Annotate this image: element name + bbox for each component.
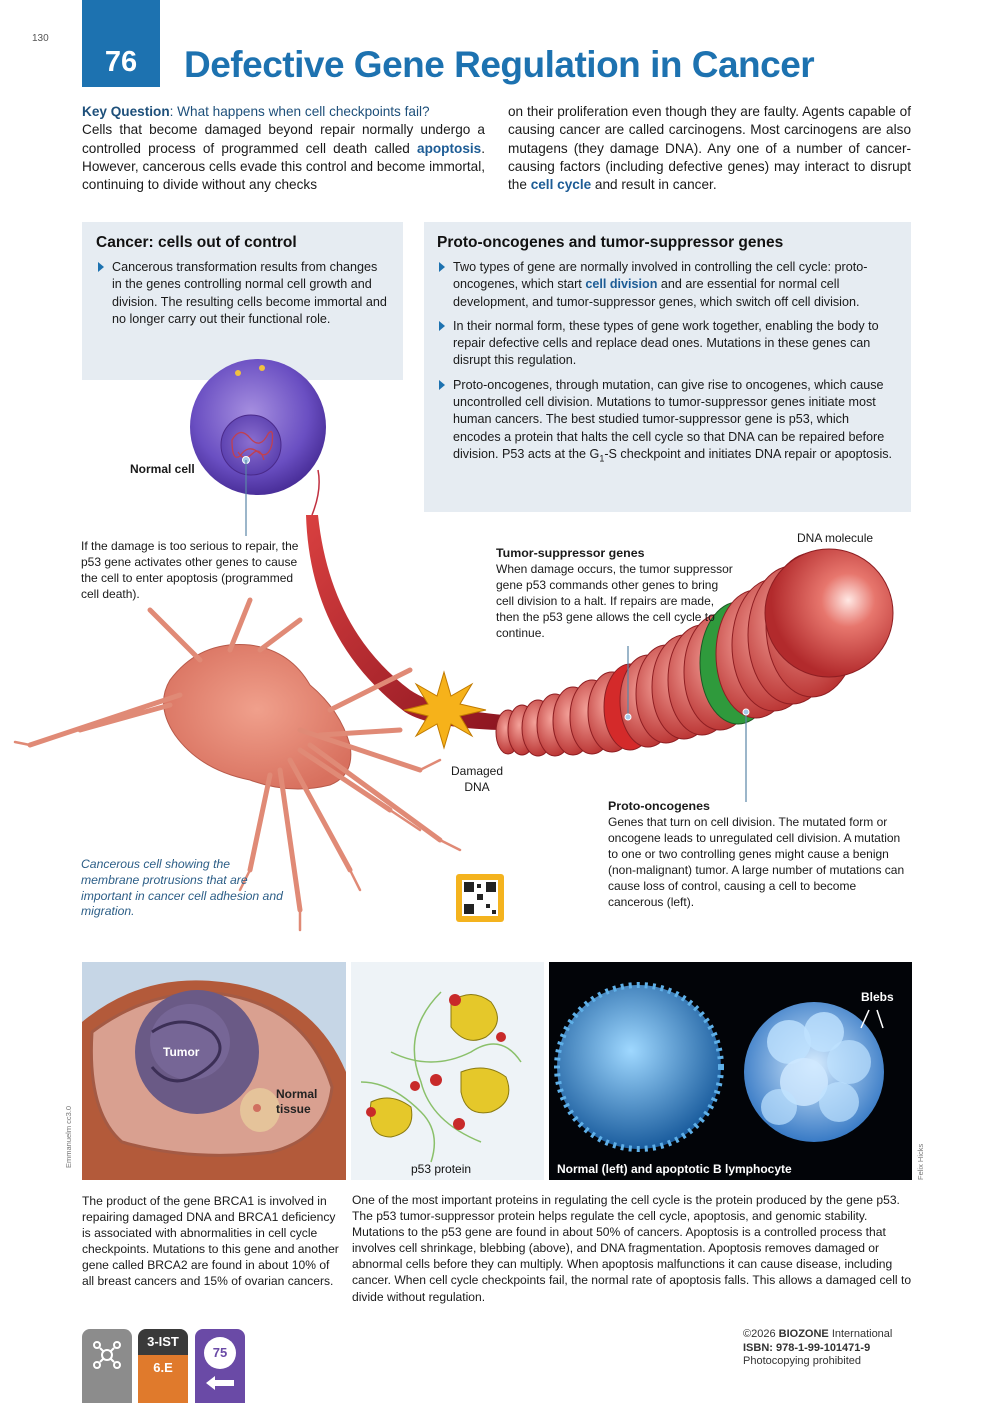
- cancerous-cell-image: [13, 597, 462, 932]
- bullet-text: -S checkpoint and initiates DNA repair o…: [604, 446, 893, 461]
- panel-heading: Cancer: cells out of control: [96, 234, 297, 251]
- bullet-text: and are essential for normal cell develo…: [453, 277, 860, 309]
- bullet-arrow-icon: [98, 262, 104, 272]
- page-title: Defective Gene Regulation in Cancer: [184, 44, 815, 85]
- page-number: 130: [32, 33, 49, 44]
- bullet-text: Two types of gene are normally involved …: [453, 260, 868, 292]
- panel-cancer-out-of-control: Cancer: cells out of control Cancerous t…: [82, 222, 403, 380]
- damage-star-icon: [403, 670, 487, 750]
- subscript: 1: [599, 453, 605, 464]
- intro-text: and result in cancer.: [591, 177, 717, 193]
- dna-molecule-icon: [495, 548, 894, 757]
- damaged-dna-label: Damaged DNA: [450, 764, 504, 794]
- bullet-text: In their normal form, these types of gen…: [453, 318, 879, 368]
- intro-column-left: Key Question: What happens when cell che…: [82, 103, 485, 194]
- intro-text: . However, cancerous cells evade this co…: [82, 140, 485, 193]
- brand-name: BIOZONE: [778, 1328, 829, 1340]
- tumor-label: Tumor: [163, 1045, 200, 1059]
- photo-credit-left: Emmanuelm cc3.0: [64, 1105, 73, 1168]
- qr-code-icon: [456, 874, 504, 922]
- tumor-image: [82, 962, 346, 1180]
- photocopy-notice: Photocopying prohibited: [743, 1355, 862, 1367]
- lymphocyte-image: [549, 962, 912, 1180]
- intro-text: on their proliferation even though they …: [508, 104, 911, 193]
- cancer-diagram-graphic: [13, 359, 894, 932]
- keyword-cell-cycle[interactable]: cell cycle: [530, 177, 592, 193]
- copyright-line: ©2026 BIOZONE International: [743, 1328, 893, 1340]
- isbn: ISBN: 978-1-99-101471-9: [743, 1341, 871, 1354]
- proto-oncogene-note: Proto-oncogenes Genes that turn on cell …: [608, 798, 908, 910]
- normal-cell-icon: [190, 359, 326, 495]
- linked-activity-button[interactable]: 75: [195, 1329, 245, 1403]
- normal-tissue-label: Normal tissue: [276, 1087, 318, 1116]
- copyright-block: ©2026 BIOZONE International ISBN: 978-1-…: [743, 1328, 892, 1369]
- intro-column-right: on their proliferation even though they …: [508, 103, 911, 194]
- keyword-apoptosis[interactable]: apoptosis: [417, 140, 482, 156]
- key-question-text: : What happens when cell checkpoints fai…: [169, 104, 430, 119]
- blebs-label: Blebs: [861, 990, 894, 1004]
- dna-molecule-label: DNA molecule: [797, 531, 874, 545]
- bullet-arrow-icon: [439, 320, 445, 331]
- proto-oncogene-title: Proto-oncogenes: [608, 799, 710, 813]
- photo-credit-right: Felix Hicks: [916, 1143, 925, 1180]
- code-top-badge: 3-IST: [138, 1329, 188, 1355]
- concept-map-button[interactable]: [82, 1329, 132, 1403]
- apoptosis-note: If the damage is too serious to repair, …: [81, 539, 299, 601]
- lymphocyte-label: Normal (left) and apoptotic B lymphocyte: [557, 1162, 792, 1176]
- bullet-item: Proto-oncogenes, through mutation, can g…: [437, 377, 897, 468]
- network-icon: [93, 1341, 121, 1369]
- panel-proto-oncogenes: Proto-oncogenes and tumor-suppressor gen…: [424, 222, 911, 512]
- lymphocyte-photo: [549, 962, 912, 1180]
- bullet-arrow-icon: [439, 379, 445, 390]
- key-question-label: Key Question: [82, 104, 170, 119]
- tumor-suppressor-note: Tumor-suppressor genes When damage occur…: [496, 545, 736, 641]
- bullet-item: Two types of gene are normally involved …: [437, 259, 897, 311]
- tumor-suppressor-title: Tumor-suppressor genes: [496, 546, 645, 560]
- panel-heading: Proto-oncogenes and tumor-suppressor gen…: [437, 234, 784, 251]
- bullet-arrow-icon: [439, 262, 445, 272]
- code-bottom-badge: 6.E: [138, 1355, 188, 1403]
- cancer-cell-caption: Cancerous cell showing the membrane prot…: [81, 857, 283, 919]
- tumor-photo: [82, 962, 346, 1180]
- brca-caption: The product of the gene BRCA1 is involve…: [82, 1194, 339, 1289]
- p53-protein-photo: [351, 962, 544, 1180]
- bullet-item: In their normal form, these types of gen…: [437, 318, 897, 370]
- activity-number-tab: 76: [82, 0, 160, 87]
- p53-protein-image: [351, 962, 544, 1180]
- arrow-left-icon: [206, 1376, 234, 1390]
- normal-cell-label: Normal cell: [130, 462, 195, 476]
- bullet-text: Cancerous transformation results from ch…: [112, 260, 387, 326]
- link-number: 75: [204, 1337, 236, 1369]
- proto-oncogene-text: Genes that turn on cell division. The mu…: [608, 815, 905, 909]
- tumor-suppressor-text: When damage occurs, the tumor suppressor…: [496, 562, 733, 640]
- bullet-item: Cancerous transformation results from ch…: [96, 259, 389, 328]
- p53-caption: One of the most important proteins in re…: [352, 1193, 912, 1304]
- intro-text: Cells that become damaged beyond repair …: [82, 122, 485, 156]
- bullet-text: Proto-oncogenes, through mutation, can g…: [453, 377, 885, 461]
- keyword-cell-division[interactable]: cell division: [585, 277, 658, 292]
- p53-protein-label: p53 protein: [411, 1162, 472, 1176]
